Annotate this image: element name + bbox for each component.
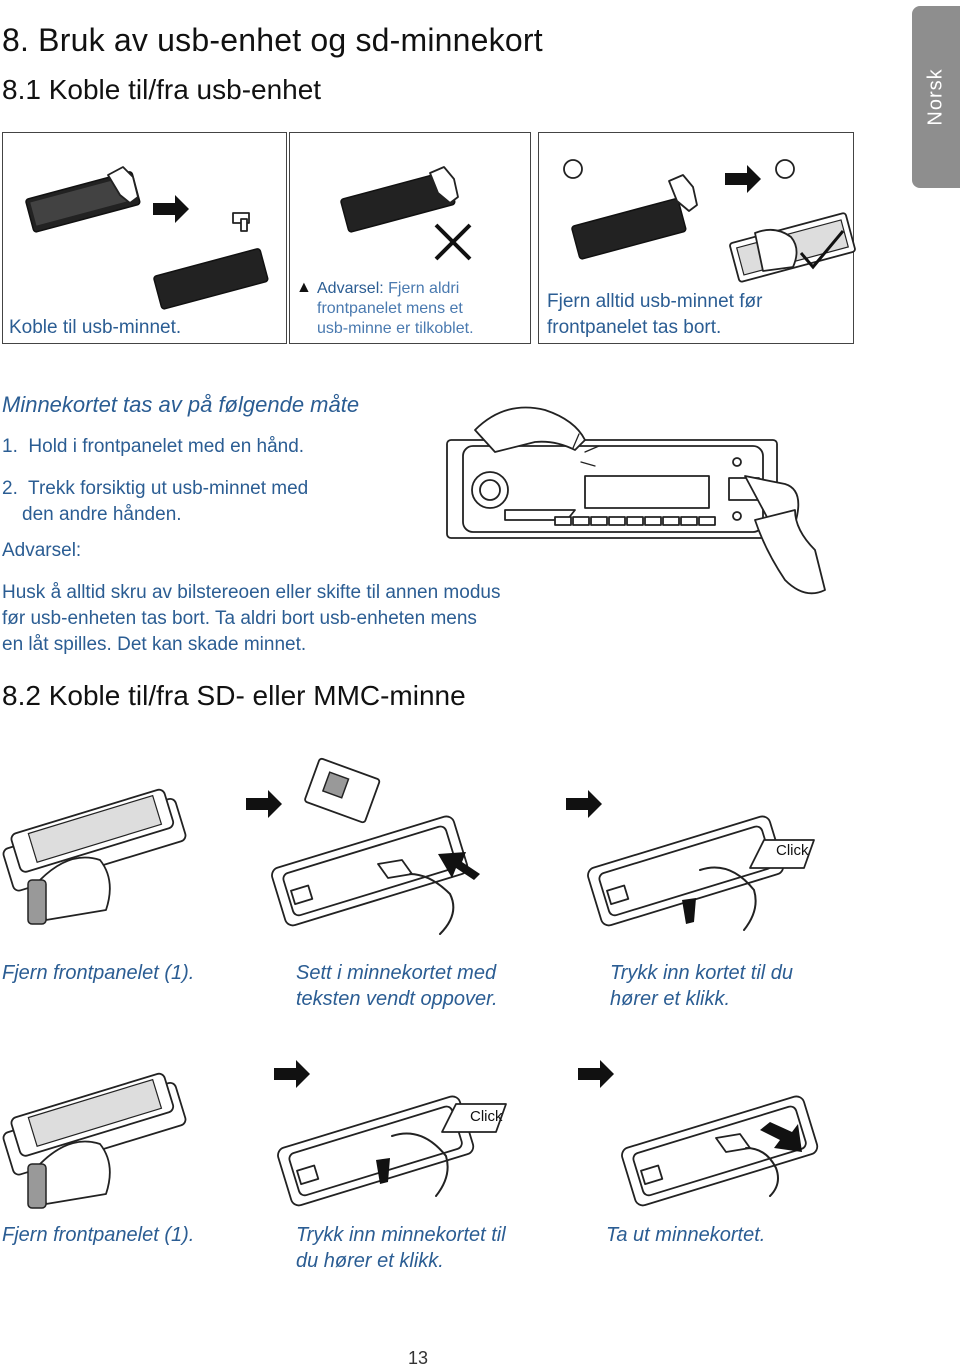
page-title: 8. Bruk av usb-enhet og sd-minnekort bbox=[2, 22, 543, 58]
sd-step5-caption-2: du hører et klikk. bbox=[296, 1250, 444, 1272]
click-label-row1: Click bbox=[776, 842, 809, 859]
memory-step-1: 1. Hold i frontpanelet med en hånd. bbox=[2, 436, 305, 457]
sd-step2-caption-2: teksten vendt oppover. bbox=[296, 988, 498, 1010]
sd-step3-caption-1: Trykk inn kortet til du bbox=[610, 962, 794, 984]
usb-warning-text: Advarsel: Fjern aldri bbox=[317, 279, 459, 299]
usb-remove-caption-2: frontpanelet tas bort. bbox=[547, 317, 722, 338]
memory-warning-line1: Husk å alltid skru av bilstereoen eller … bbox=[2, 582, 501, 603]
usb-connect-illustration bbox=[25, 166, 269, 310]
section-heading-sd: 8.2 Koble til/fra SD- eller MMC-minne bbox=[2, 680, 466, 711]
sd-step6-caption: Ta ut minnekortet. bbox=[606, 1224, 766, 1246]
memory-warning-line3: en låt spilles. Det kan skade minnet. bbox=[2, 634, 307, 655]
language-tab-label: Norsk bbox=[924, 68, 947, 126]
usb-panel-warning: ▲ Advarsel: Fjern aldri frontpanelet men… bbox=[289, 132, 531, 344]
usb-warning-illustration bbox=[340, 166, 472, 261]
warning-icon: ▲ bbox=[296, 279, 312, 296]
sd-row2-illustration bbox=[2, 1060, 819, 1209]
sd-step3-caption-2: hører et klikk. bbox=[610, 988, 731, 1010]
warning-label: Advarsel: bbox=[317, 280, 384, 297]
preset-buttons bbox=[554, 516, 716, 526]
memory-step-2-cont: den andre hånden. bbox=[22, 504, 182, 525]
sd-step2-caption-1: Sett i minnekortet med bbox=[296, 962, 497, 984]
sd-row1-illustration bbox=[2, 757, 815, 935]
memory-warning-label: Advarsel: bbox=[2, 540, 82, 561]
sd-step5-caption-1: Trykk inn minnekortet til bbox=[296, 1224, 506, 1246]
warning-text-line1: Fjern aldri bbox=[388, 280, 460, 297]
usb-panel-remove: Fjern alltid usb-minnet før frontpanelet… bbox=[538, 132, 856, 344]
memory-removal-heading: Minnekortet tas av på følgende måte bbox=[2, 392, 360, 417]
warning-text-line3: usb-minne er tilkoblet. bbox=[317, 320, 474, 337]
usb-panel-connect: Koble til usb-minnet. bbox=[2, 132, 287, 344]
usb-remove-illustration bbox=[563, 159, 856, 283]
section-heading-usb: 8.1 Koble til/fra usb-enhet bbox=[2, 74, 322, 105]
memory-step-2: 2. Trekk forsiktig ut usb-minnet med bbox=[2, 478, 309, 499]
usb-panel-caption: Koble til usb-minnet. bbox=[9, 317, 182, 338]
language-tab: Norsk bbox=[912, 6, 960, 188]
page-number: 13 bbox=[408, 1348, 429, 1368]
sd-step1-caption: Fjern frontpanelet (1). bbox=[2, 962, 195, 984]
car-stereo-illustration bbox=[446, 406, 826, 595]
click-label-row2: Click bbox=[470, 1108, 503, 1125]
sd-step4-caption: Fjern frontpanelet (1). bbox=[2, 1224, 195, 1246]
warning-text-line2: frontpanelet mens et bbox=[317, 300, 463, 317]
usb-remove-caption-1: Fjern alltid usb-minnet før bbox=[547, 291, 763, 312]
memory-warning-line2: før usb-enheten tas bort. Ta aldri bort … bbox=[2, 608, 477, 629]
